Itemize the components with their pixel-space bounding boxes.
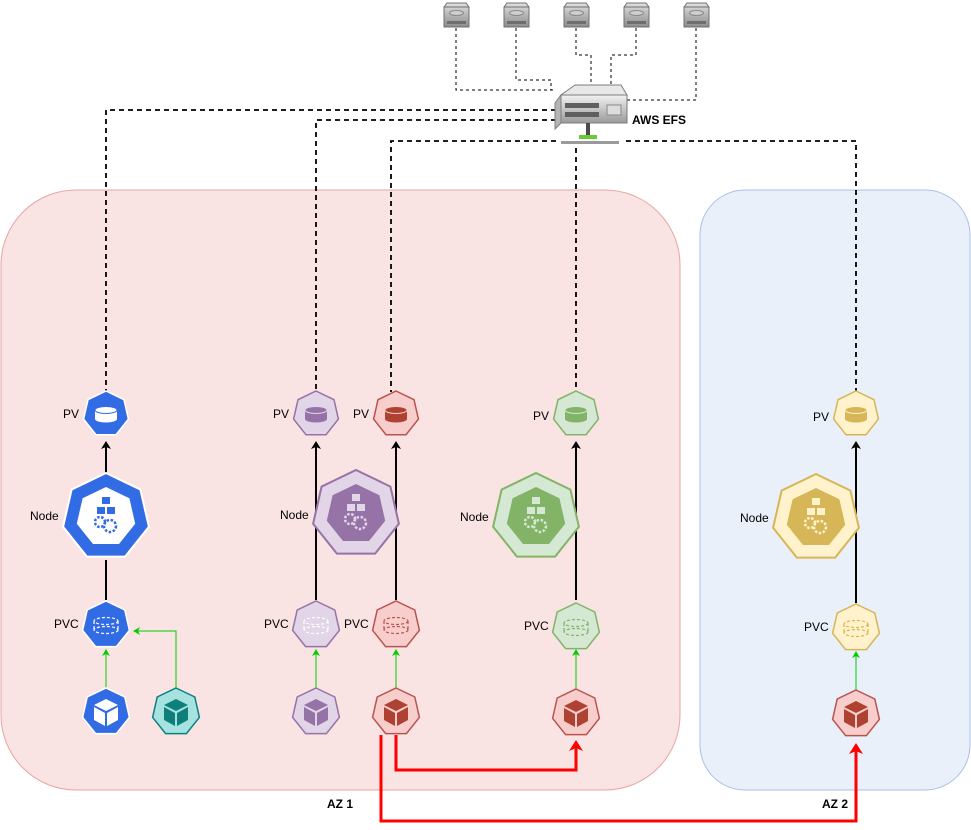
pvc-icon xyxy=(291,600,341,648)
node-icon xyxy=(772,472,860,559)
pv-label: PV xyxy=(353,407,369,421)
pvc-icon xyxy=(831,603,881,651)
pv-icon xyxy=(82,390,130,436)
node-icon xyxy=(492,471,580,558)
az1-label: AZ 1 xyxy=(327,797,353,811)
pv-label: PV xyxy=(63,407,79,421)
node-icon xyxy=(312,468,400,555)
pvc-label: PVC xyxy=(804,620,829,634)
pvc-icon xyxy=(81,600,131,648)
disk-to-efs-links xyxy=(455,28,697,101)
efs-server-icon xyxy=(554,84,628,144)
pod-claim-links xyxy=(102,627,860,690)
node-label: Node xyxy=(460,510,489,524)
pvc-label: PVC xyxy=(264,617,289,631)
disk-icons xyxy=(443,2,710,28)
pv-icon xyxy=(292,390,340,436)
pod-icon-teal xyxy=(151,687,201,735)
az2-label: AZ 2 xyxy=(822,797,848,811)
node-label: Node xyxy=(740,511,769,525)
node-icon xyxy=(62,471,150,558)
pvc-label: PVC xyxy=(344,617,369,631)
pod-icon xyxy=(291,687,341,735)
failover-same-az xyxy=(394,735,583,772)
pv-label: PV xyxy=(273,407,289,421)
disk-icon xyxy=(623,2,650,28)
pvc-label: PVC xyxy=(524,619,549,633)
efs-label: AWS EFS xyxy=(632,113,686,127)
pod-icon xyxy=(831,689,881,737)
node-label: Node xyxy=(280,508,309,522)
node-label: Node xyxy=(30,509,59,523)
pv-icon xyxy=(832,390,880,436)
failover-cross-az xyxy=(379,735,863,823)
pod-icon xyxy=(81,687,131,735)
disk-icon xyxy=(683,2,710,28)
pv-label: PV xyxy=(533,409,549,423)
pod-icon xyxy=(371,687,421,735)
pvc-label: PVC xyxy=(54,617,79,631)
failover-links xyxy=(379,735,863,823)
pv-label: PV xyxy=(813,410,829,424)
disk-icon xyxy=(443,2,470,28)
pvc-icon xyxy=(371,600,421,648)
disk-icon xyxy=(503,2,530,28)
pv-icon xyxy=(372,390,420,436)
pv-icon xyxy=(552,390,600,436)
pod-icon xyxy=(551,688,601,736)
efs-to-pv-links xyxy=(105,109,857,392)
pvc-icon xyxy=(551,602,601,650)
disk-icon xyxy=(563,2,590,28)
